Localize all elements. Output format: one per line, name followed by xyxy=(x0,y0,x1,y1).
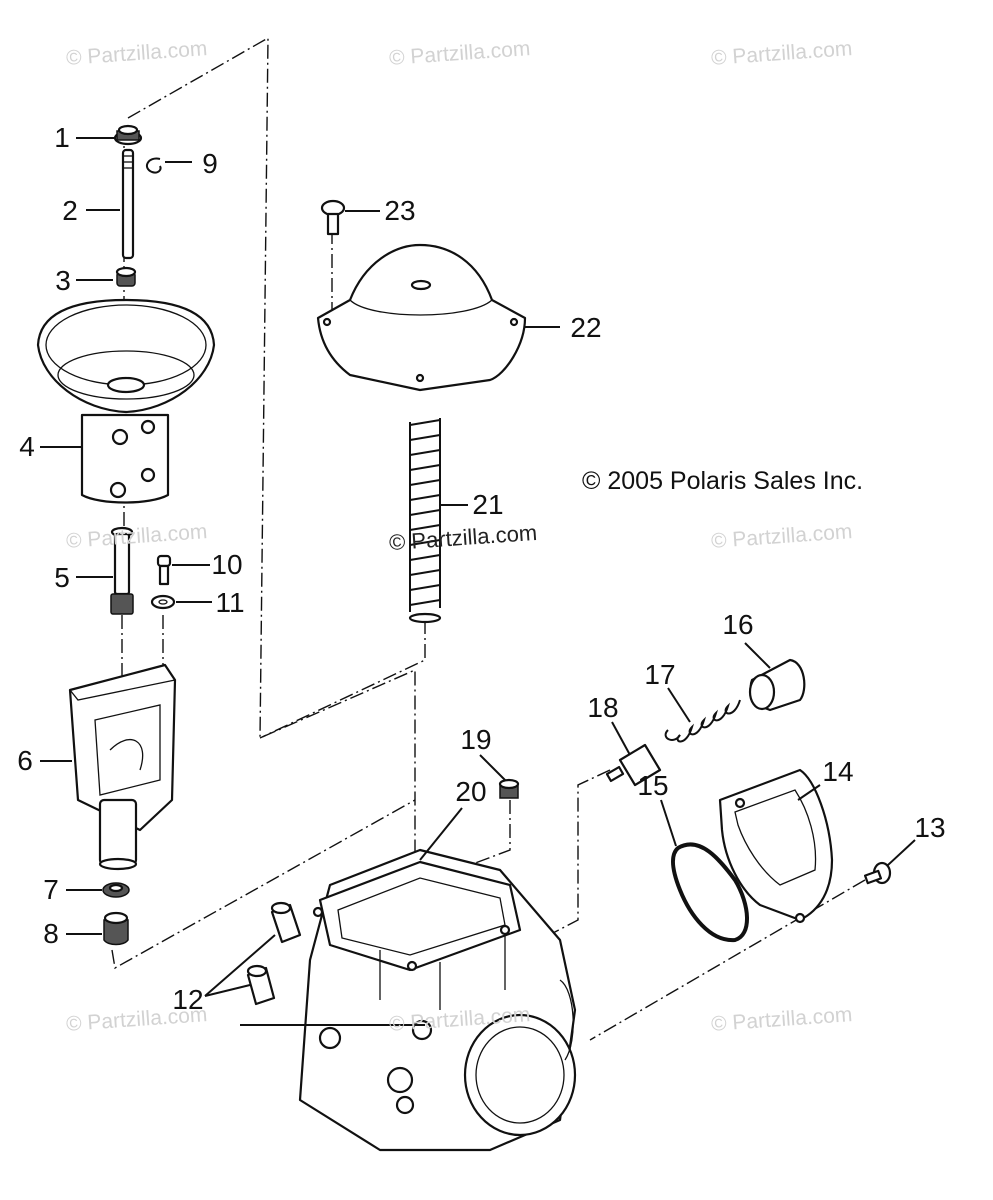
callout-9: 9 xyxy=(202,148,218,179)
callout-5: 5 xyxy=(54,562,70,593)
part-5-needle-jet-holder xyxy=(110,526,134,615)
part-10-screw xyxy=(156,554,172,586)
part-12-plugs xyxy=(246,901,302,1006)
leader-lines xyxy=(40,137,916,1026)
callout-15: 15 xyxy=(637,770,669,801)
part-9-e-clip xyxy=(145,157,162,174)
part-15-o-ring xyxy=(671,842,749,943)
part-21-spring xyxy=(408,418,442,624)
callout-4: 4 xyxy=(19,431,35,462)
part-19-jet xyxy=(498,778,520,799)
callout-19: 19 xyxy=(460,724,492,755)
part-22-top-cover xyxy=(316,243,527,392)
callout-11: 11 xyxy=(215,587,245,618)
callout-21: 21 xyxy=(472,489,504,520)
part-4-diaphragm-slide xyxy=(36,298,216,504)
callout-7: 7 xyxy=(43,874,59,905)
callout-1: 1 xyxy=(54,122,70,153)
callout-6: 6 xyxy=(17,745,33,776)
callout-20: 20 xyxy=(455,776,487,807)
callout-2: 2 xyxy=(62,195,78,226)
part-2-jet-needle xyxy=(121,148,135,260)
callout-8: 8 xyxy=(43,918,59,949)
part-7-washer xyxy=(102,882,130,898)
part-14-cover xyxy=(718,768,834,924)
callout-23: 23 xyxy=(384,195,416,226)
part-13-screw xyxy=(863,861,892,885)
callout-3: 3 xyxy=(55,265,71,296)
callout-13: 13 xyxy=(914,812,946,843)
copyright-notice: © 2005 Polaris Sales Inc. xyxy=(582,467,864,495)
callout-16: 16 xyxy=(722,609,754,640)
callout-22: 22 xyxy=(570,312,602,343)
part-17-spring xyxy=(664,699,741,743)
part-3-spacer xyxy=(115,266,137,287)
callout-17: 17 xyxy=(644,659,676,690)
part-6-throttle-valve xyxy=(68,663,177,871)
part-16-cap xyxy=(748,658,806,712)
callout-12: 12 xyxy=(172,984,204,1015)
part-20-carburetor-body xyxy=(298,848,577,1152)
callout-18: 18 xyxy=(587,692,619,723)
callout-14: 14 xyxy=(822,756,854,787)
part-8-jet xyxy=(103,911,129,946)
callout-10: 10 xyxy=(211,549,243,580)
part-11-lock-washer xyxy=(150,594,176,610)
part-1-cap-nut xyxy=(113,124,143,146)
part-23-screw xyxy=(320,199,346,236)
